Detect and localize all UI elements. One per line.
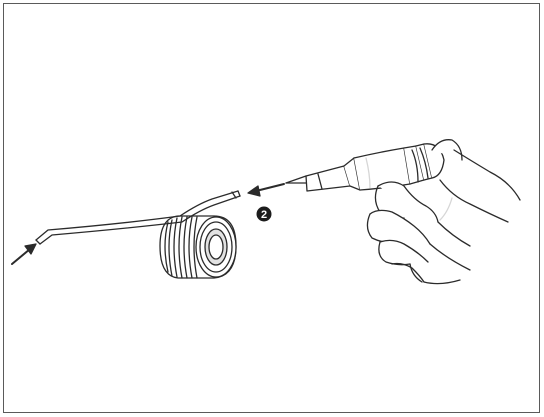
callout-number: 2	[261, 209, 267, 221]
callout-badge-icon: 2	[256, 206, 272, 222]
figure-frame	[3, 3, 540, 413]
hand-icon	[366, 139, 521, 285]
coil-icon	[159, 215, 237, 279]
pen-icon	[285, 143, 445, 192]
arrow-icon	[247, 183, 285, 197]
tube-icon	[35, 190, 241, 245]
arrow-icon	[11, 243, 37, 265]
